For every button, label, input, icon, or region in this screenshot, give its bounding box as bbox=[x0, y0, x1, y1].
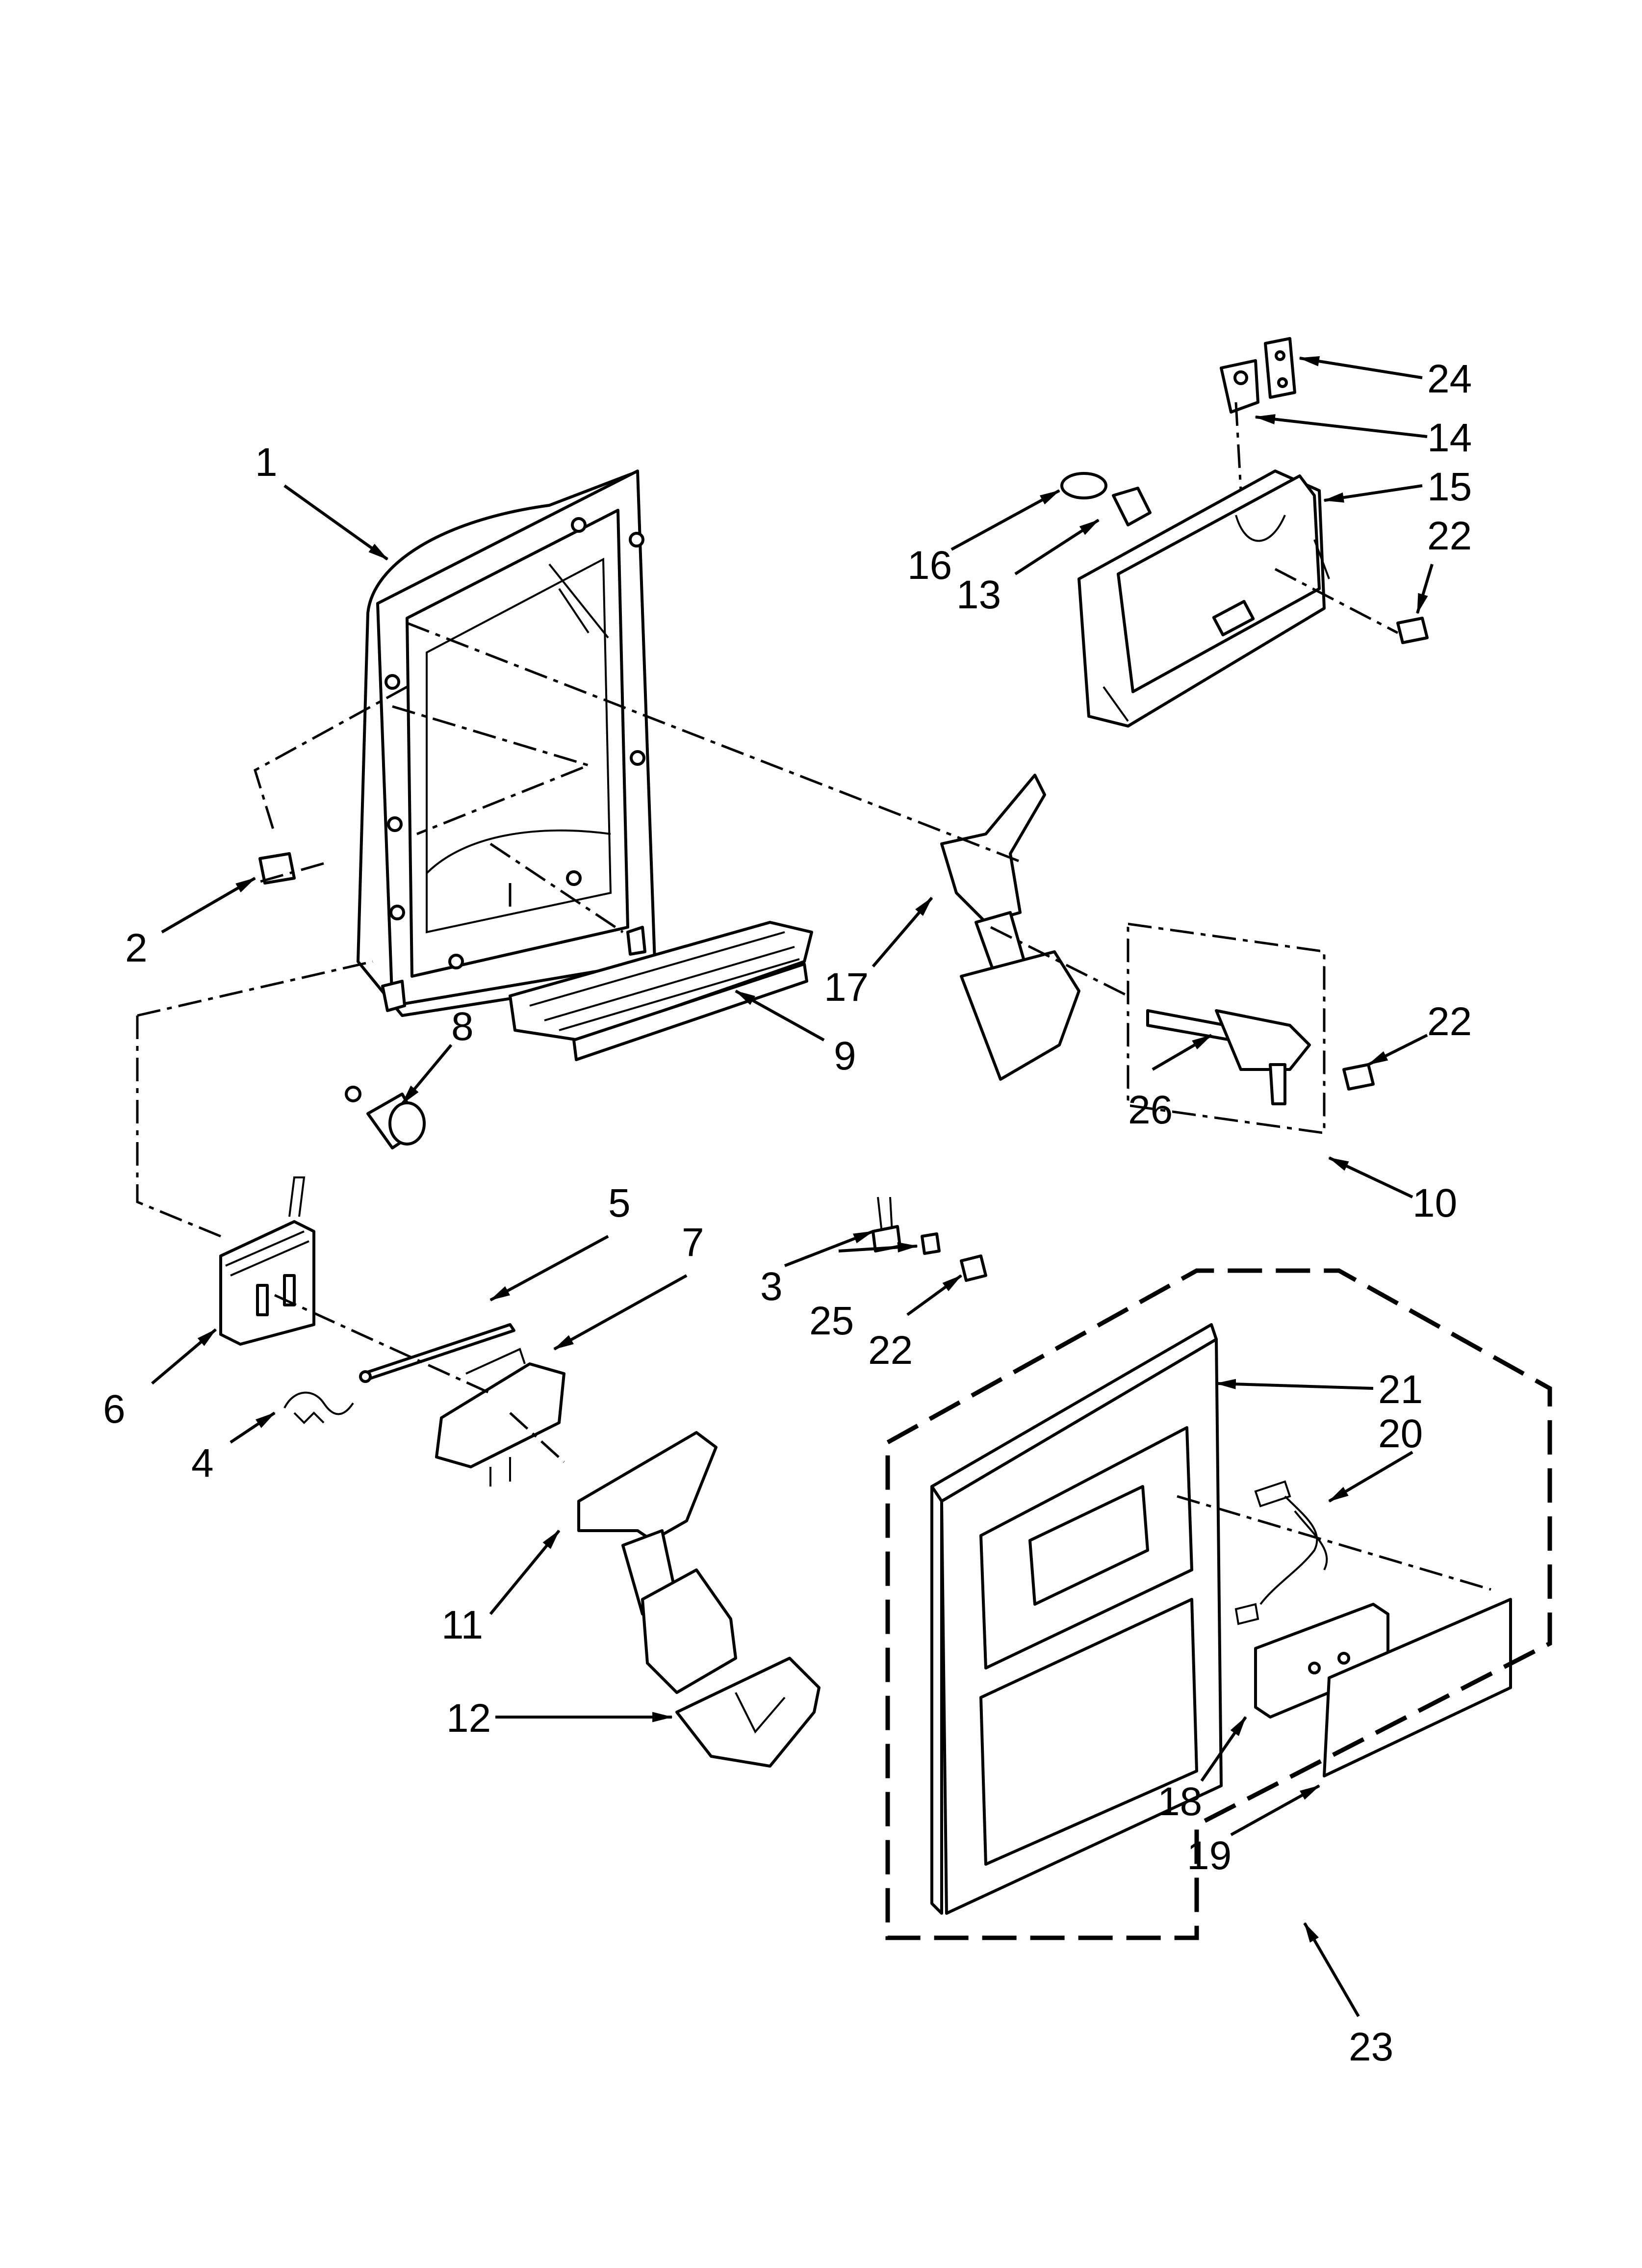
coil-8 bbox=[345, 1086, 426, 1149]
screw-22b bbox=[1342, 1063, 1375, 1091]
callout-25: 25 bbox=[809, 1299, 854, 1343]
clip-3 bbox=[872, 1197, 901, 1252]
callout-12: 12 bbox=[446, 1696, 491, 1741]
callout-22-right: 22 bbox=[1427, 999, 1472, 1044]
assembly-lines bbox=[136, 402, 1552, 1940]
callout-7: 7 bbox=[682, 1220, 704, 1265]
callout-19: 19 bbox=[1187, 1833, 1232, 1878]
wire-harness-20 bbox=[1234, 1480, 1328, 1625]
dispenser-housing bbox=[357, 469, 656, 1017]
callout-6: 6 bbox=[103, 1387, 126, 1432]
callout-2: 2 bbox=[125, 926, 148, 970]
leader-lines bbox=[151, 356, 1434, 2017]
solenoid-6 bbox=[219, 1176, 315, 1346]
callout-23: 23 bbox=[1349, 2025, 1393, 2069]
callout-13: 13 bbox=[956, 573, 1001, 617]
switch-14 bbox=[1220, 359, 1259, 414]
socket-13 bbox=[1112, 487, 1152, 526]
callout-22-middle: 22 bbox=[868, 1328, 913, 1373]
screw-22c bbox=[960, 1254, 987, 1282]
screw-2 bbox=[258, 852, 296, 885]
screw-22a bbox=[1396, 617, 1429, 644]
actuator-housing bbox=[1078, 469, 1330, 728]
plate-24 bbox=[1264, 337, 1296, 399]
callout-5: 5 bbox=[608, 1181, 631, 1225]
housing-screw-holes bbox=[385, 517, 645, 969]
callout-20: 20 bbox=[1378, 1411, 1423, 1456]
water-paddle-11 bbox=[577, 1431, 737, 1694]
basin-12 bbox=[675, 1657, 821, 1768]
callout-10: 10 bbox=[1412, 1181, 1457, 1225]
callout-24: 24 bbox=[1427, 357, 1472, 401]
callout-26: 26 bbox=[1128, 1088, 1173, 1132]
callout-3: 3 bbox=[760, 1264, 783, 1309]
actuator-7 bbox=[435, 1348, 565, 1486]
rod-5 bbox=[359, 1323, 515, 1383]
bulb-16 bbox=[1060, 472, 1107, 499]
callout-22-top: 22 bbox=[1427, 514, 1472, 558]
lever-26 bbox=[1146, 1009, 1311, 1105]
callout-18: 18 bbox=[1157, 1779, 1202, 1824]
callout-9: 9 bbox=[834, 1034, 856, 1078]
callout-4: 4 bbox=[191, 1441, 214, 1486]
front-panel-21 bbox=[930, 1323, 1223, 1915]
callout-1: 1 bbox=[255, 440, 278, 485]
callout-21: 21 bbox=[1378, 1367, 1423, 1412]
drip-tray bbox=[509, 921, 813, 1061]
callout-11: 11 bbox=[441, 1603, 483, 1647]
spring-4 bbox=[283, 1391, 354, 1424]
ice-paddle-17 bbox=[940, 774, 1080, 1081]
callout-labels: 1 2 3 4 5 6 7 8 9 10 11 12 13 14 15 16 1… bbox=[103, 357, 1472, 2069]
label-19 bbox=[1323, 1598, 1512, 1777]
callout-17: 17 bbox=[824, 965, 869, 1010]
spacer-25 bbox=[921, 1232, 941, 1255]
callout-16: 16 bbox=[907, 543, 952, 588]
callout-15: 15 bbox=[1427, 465, 1472, 509]
callout-14: 14 bbox=[1427, 416, 1472, 460]
callout-8: 8 bbox=[451, 1004, 474, 1049]
